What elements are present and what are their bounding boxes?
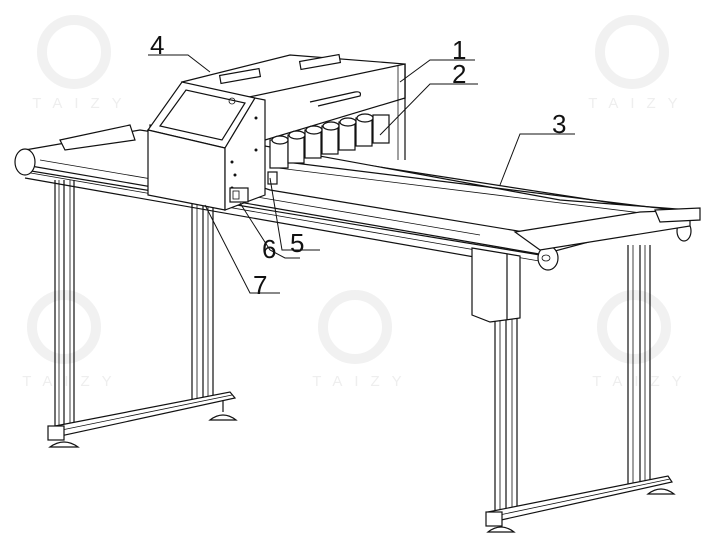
right-leg-frame — [485, 245, 676, 533]
watermark-text: TAIZY — [588, 95, 690, 112]
callout-label-4: 4 — [150, 30, 165, 60]
watermark-text: TAIZY — [22, 373, 124, 390]
conveyor-belt — [14, 124, 701, 271]
control-cabinet — [146, 81, 266, 211]
callout-label-5: 5 — [290, 228, 305, 258]
watermark-text: TAIZY — [312, 373, 414, 390]
watermark-logo-icon — [37, 15, 111, 89]
callout-label-7: 7 — [253, 270, 268, 300]
side-control-box — [471, 247, 521, 323]
watermark-logo-icon — [595, 15, 669, 89]
callout-leaders — [148, 54, 575, 294]
callout-label-6: 6 — [262, 234, 277, 264]
callout-label-1: 1 — [452, 35, 467, 65]
watermark-text: TAIZY — [592, 373, 694, 390]
callout-label-3: 3 — [552, 109, 567, 139]
watermark-logo-icon — [318, 290, 392, 364]
callout-label-2: 2 — [452, 59, 467, 89]
watermark-text: TAIZY — [32, 95, 134, 112]
left-leg-frame — [47, 180, 238, 448]
watermark-logo-icon — [597, 290, 671, 364]
print-heads — [267, 113, 390, 185]
